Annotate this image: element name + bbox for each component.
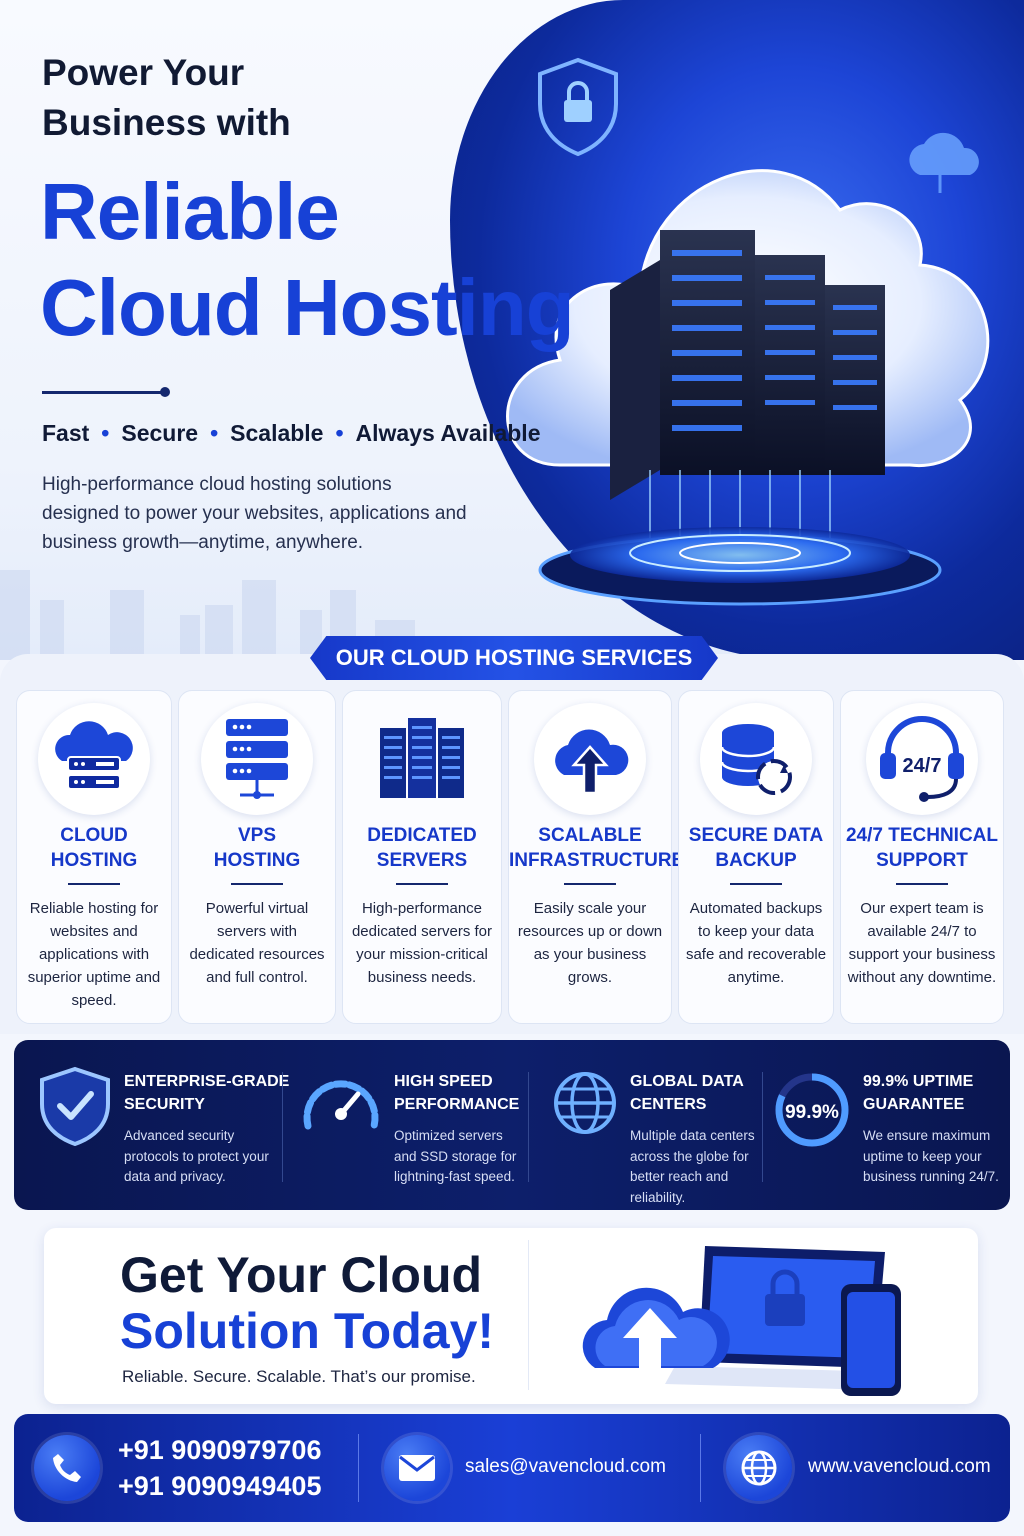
tagline-item: Always Available — [355, 420, 541, 446]
service-divider — [68, 883, 120, 885]
tagline-item: Fast — [42, 420, 90, 446]
feature-description: We ensure maximum uptime to keep your bu… — [863, 1128, 999, 1184]
svg-text:24/7: 24/7 — [903, 755, 942, 777]
feature-divider — [282, 1072, 283, 1182]
cta-divider — [528, 1240, 529, 1390]
hero-headline-1: Reliable — [40, 167, 340, 256]
service-divider — [730, 883, 782, 885]
shield-check-icon — [38, 1066, 112, 1151]
phone-icon[interactable] — [34, 1435, 100, 1501]
server-racks — [610, 230, 885, 500]
phone-number-1[interactable]: +91 9090979706 — [118, 1435, 322, 1465]
contact-bar — [14, 1414, 1010, 1522]
lock-shield-icon — [538, 57, 618, 157]
vps-server-stack-icon — [201, 703, 313, 815]
cta-subtitle: Reliable. Secure. Scalable. That’s our p… — [122, 1367, 476, 1386]
tagline-item: Secure — [121, 420, 199, 446]
service-divider — [231, 883, 283, 885]
speedometer-icon — [300, 1068, 382, 1143]
cloud-server-icon — [38, 703, 150, 815]
small-cloud-icon — [909, 132, 979, 193]
service-description: Automated backups to keep your data safe… — [685, 900, 827, 986]
hero-line-1: Power Your — [42, 52, 245, 93]
hero-divider-dot — [160, 387, 170, 397]
feature-description: Multiple data centers across the globe f… — [630, 1128, 755, 1205]
hero-image-panel — [450, 0, 1024, 660]
feature-divider — [762, 1072, 763, 1182]
service-description: High-performance dedicated servers for y… — [351, 900, 493, 986]
globe-icon[interactable] — [726, 1435, 792, 1501]
service-divider — [896, 883, 948, 885]
cta-heading-line-1: Get Your Cloud — [120, 1247, 483, 1303]
feature-divider — [528, 1072, 529, 1182]
database-backup-icon — [700, 703, 812, 815]
service-description: Easily scale your resources up or down a… — [517, 900, 663, 986]
email-icon[interactable] — [384, 1435, 450, 1501]
globe-icon — [552, 1070, 618, 1141]
contact-divider — [358, 1434, 359, 1502]
headset-icon: 24/7 — [866, 703, 978, 815]
cloud-server-illustration — [506, 57, 990, 606]
svg-text:99.9%: 99.9% — [785, 1102, 839, 1123]
tagline-item: Scalable — [230, 420, 324, 446]
cloud-devices-illustration — [575, 1238, 915, 1409]
hero-line-2: Business with — [42, 102, 291, 143]
email-address[interactable]: sales@vavencloud.com — [465, 1456, 666, 1477]
service-divider — [396, 883, 448, 885]
website-url[interactable]: www.vavencloud.com — [808, 1456, 991, 1477]
city-skyline — [0, 545, 450, 660]
contact-divider — [700, 1434, 701, 1502]
cta-heading-line-2: Solution Today! — [120, 1303, 495, 1359]
service-description: Reliable hosting for websites and applic… — [27, 900, 161, 1009]
hero-tagline: Fast•Secure•Scalable•Always Available — [42, 420, 541, 446]
hero-divider — [42, 391, 164, 394]
cloud-upload-icon — [534, 703, 646, 815]
service-description: Powerful virtual servers with dedicated … — [189, 900, 325, 986]
feature-description: Optimized servers and SSD storage for li… — [394, 1128, 517, 1184]
phone-number-2[interactable]: +91 9090949405 — [118, 1471, 322, 1501]
server-racks-icon — [366, 703, 478, 815]
services-section-title: OUR CLOUD HOSTING SERVICES — [310, 636, 718, 680]
service-divider — [564, 883, 616, 885]
feature-description: Advanced security protocols to protect y… — [124, 1128, 269, 1184]
uptime-ring-icon: 99.9% — [772, 1070, 852, 1155]
service-description: Our expert team is available 24/7 to sup… — [847, 900, 997, 986]
hero-headline-2: Cloud Hosting — [40, 263, 575, 352]
hero-description: High-performance cloud hosting solutions… — [42, 474, 467, 553]
